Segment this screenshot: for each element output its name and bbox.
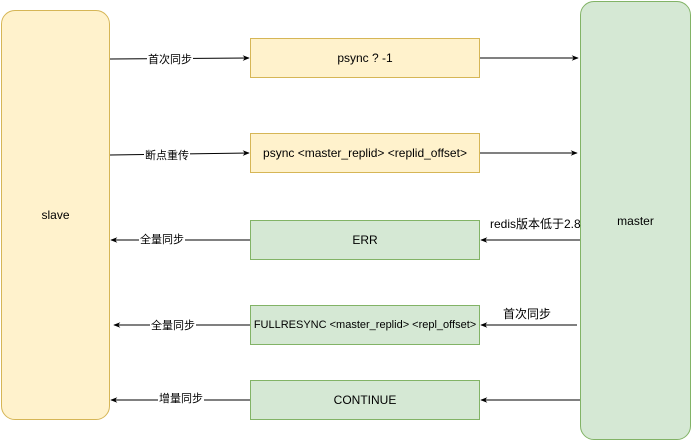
edge-label-full-sync-fullresync: 全量同步 xyxy=(150,320,196,333)
edge-label-full-sync-err: 全量同步 xyxy=(139,234,185,247)
edge-label-first-sync-master: 首次同步 xyxy=(503,307,552,321)
fullresync-label: FULLRESYNC <master_replid> <repl_offset> xyxy=(253,319,477,331)
master-label: master xyxy=(617,213,654,228)
edge-label-first-sync: 首次同步 xyxy=(147,54,193,67)
psync-initial-box[interactable]: psync ? -1 xyxy=(250,38,480,78)
edge-label-redis-version: redis版本低于2.8 xyxy=(490,217,581,231)
psync-resume-box[interactable]: psync <master_replid> <replid_offset> xyxy=(250,133,480,173)
edge-label-incremental-sync: 增量同步 xyxy=(158,393,204,406)
continue-box[interactable]: CONTINUE xyxy=(250,380,480,420)
err-box[interactable]: ERR xyxy=(250,220,480,260)
edge-label-resume: 断点重传 xyxy=(144,150,190,163)
master-node[interactable]: master xyxy=(580,1,691,440)
fullresync-box[interactable]: FULLRESYNC <master_replid> <repl_offset> xyxy=(250,305,480,345)
continue-label: CONTINUE xyxy=(333,393,397,407)
psync-resume-label: psync <master_replid> <replid_offset> xyxy=(263,146,467,160)
slave-node[interactable]: slave xyxy=(1,10,110,420)
psync-initial-label: psync ? -1 xyxy=(337,51,393,65)
err-label: ERR xyxy=(352,233,378,247)
slave-label: slave xyxy=(41,208,70,222)
